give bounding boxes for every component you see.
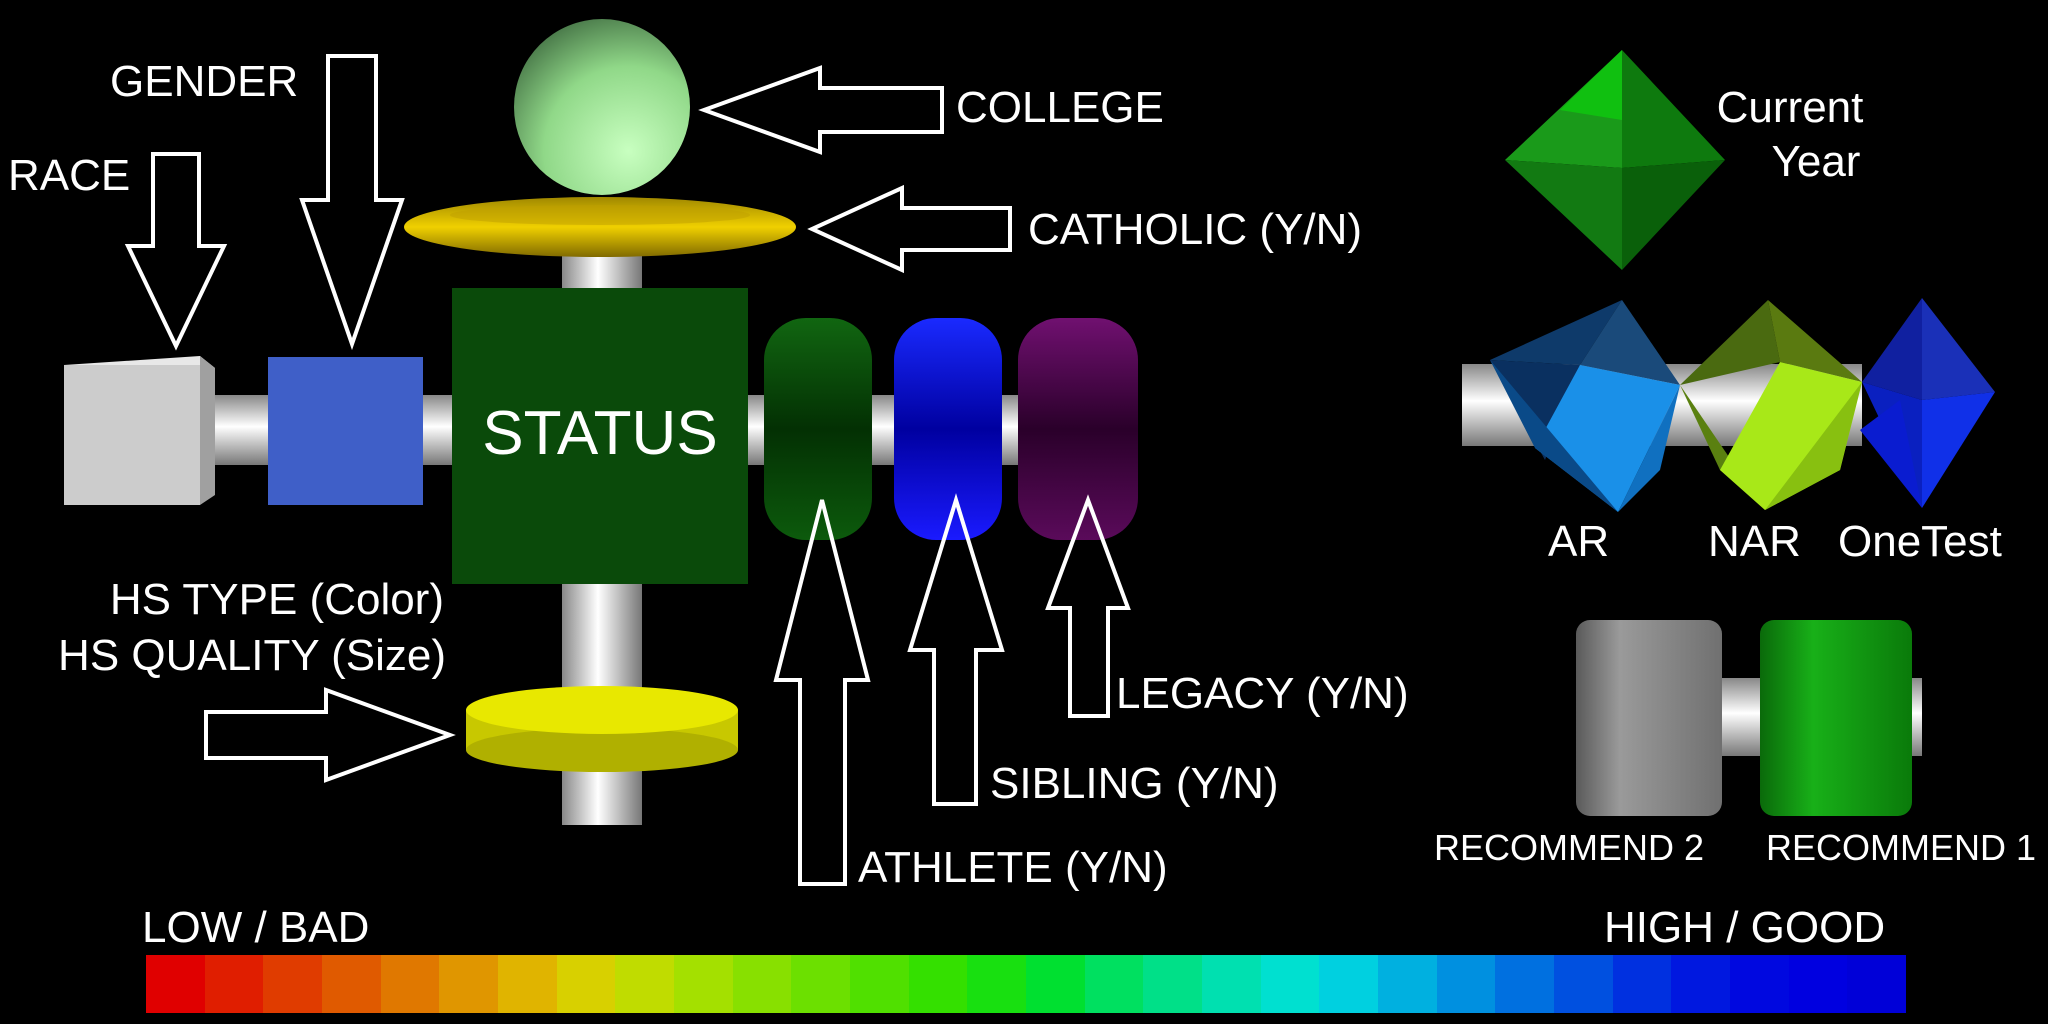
college-sphere xyxy=(514,19,690,195)
legend-swatch xyxy=(615,955,675,1013)
legend-swatch xyxy=(322,955,381,1013)
athlete-arrow xyxy=(773,499,871,886)
ar-octahedron xyxy=(1490,300,1680,512)
legend-swatch xyxy=(263,955,323,1013)
legend-swatch xyxy=(1260,955,1320,1013)
legend-swatch xyxy=(732,955,792,1013)
current-year-label-line2: Year xyxy=(1771,137,1861,186)
legend-swatch xyxy=(1026,955,1085,1013)
legend-swatch xyxy=(1084,955,1144,1013)
recommend1-label: RECOMMEND 1 xyxy=(1766,827,2037,868)
legend-swatch xyxy=(1202,955,1261,1013)
legend-high-label: HIGH / GOOD xyxy=(1604,903,1886,952)
legend-swatch xyxy=(439,955,499,1013)
legend-swatch xyxy=(1378,955,1437,1013)
legend-swatch xyxy=(380,955,440,1013)
onetest-octahedron xyxy=(1860,298,1995,508)
ar-label: AR xyxy=(1548,517,1610,566)
college-label: COLLEGE xyxy=(956,83,1164,132)
sibling-arrow xyxy=(907,493,1005,806)
legend-swatch xyxy=(1671,955,1731,1013)
race-arrow xyxy=(124,152,228,351)
legend-swatch xyxy=(1847,955,1907,1013)
legend-swatch xyxy=(1612,955,1672,1013)
gender-label: GENDER xyxy=(110,57,299,106)
gender-arrow xyxy=(299,54,405,351)
recommend2-cylinder xyxy=(1576,620,1722,816)
status-label: STATUS xyxy=(482,399,718,468)
athlete-label: ATHLETE (Y/N) xyxy=(858,843,1168,892)
hs-arrow xyxy=(204,687,456,783)
nar-octahedron xyxy=(1680,300,1862,510)
legend-swatch xyxy=(1730,955,1789,1013)
catholic-arrow xyxy=(807,184,1012,274)
sibling-label: SIBLING (Y/N) xyxy=(990,759,1279,808)
legacy-arrow xyxy=(1045,494,1131,718)
legend-swatch xyxy=(850,955,909,1013)
nar-label: NAR xyxy=(1708,517,1801,566)
college-arrow xyxy=(698,65,944,155)
status-cube xyxy=(452,288,748,584)
catholic-torus xyxy=(404,197,796,257)
legend-swatch xyxy=(674,955,733,1013)
recommend1-cylinder xyxy=(1760,620,1912,816)
legend-swatch xyxy=(204,955,264,1013)
hs-quality-label: HS QUALITY (Size) xyxy=(58,631,446,680)
race-label: RACE xyxy=(8,151,131,200)
color-scale-legend xyxy=(146,955,1907,1013)
race-cube xyxy=(64,356,215,505)
legend-swatch xyxy=(556,955,616,1013)
legend-swatch xyxy=(1495,955,1555,1013)
athlete-ring xyxy=(764,318,872,540)
legend-swatch xyxy=(1788,955,1848,1013)
legend-swatch xyxy=(1436,955,1496,1013)
recommend2-label: RECOMMEND 2 xyxy=(1434,827,1705,868)
legend-swatch xyxy=(791,955,851,1013)
onetest-label: OneTest xyxy=(1838,517,2002,566)
catholic-label: CATHOLIC (Y/N) xyxy=(1028,205,1363,254)
legend-swatch xyxy=(967,955,1027,1013)
gender-cube xyxy=(268,357,423,505)
legend-swatch xyxy=(1319,955,1379,1013)
current-year-octahedron xyxy=(1505,50,1725,270)
legend-swatch xyxy=(498,955,557,1013)
legend-swatch xyxy=(1554,955,1613,1013)
legend-swatch xyxy=(908,955,968,1013)
legend-swatch xyxy=(1143,955,1203,1013)
legend-low-label: LOW / BAD xyxy=(142,903,370,952)
legend-swatch xyxy=(146,955,205,1013)
legacy-ring xyxy=(1018,318,1138,540)
hs-type-label: HS TYPE (Color) xyxy=(109,575,444,624)
hs-disc xyxy=(466,686,738,772)
current-year-label-line1: Current xyxy=(1716,83,1864,132)
legacy-label: LEGACY (Y/N) xyxy=(1116,669,1409,718)
sibling-ring xyxy=(894,318,1002,540)
